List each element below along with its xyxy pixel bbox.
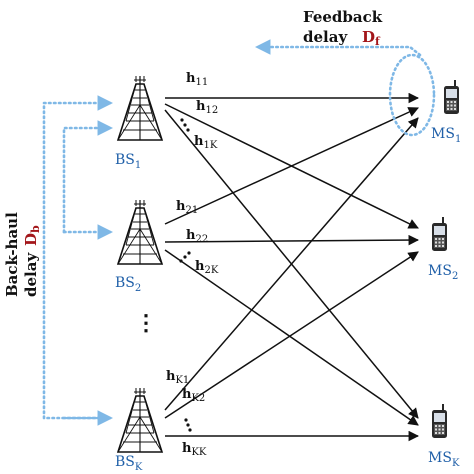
- channel-h22-label: h22: [186, 228, 208, 245]
- mobile-station-1-icon: [443, 79, 460, 115]
- channel-h21-label: h21: [176, 199, 198, 216]
- bs-vertical-ellipsis: ⋮: [135, 310, 157, 336]
- channel-h1K-label: h1K: [194, 134, 218, 151]
- feedback-delay-line2: delay: [303, 28, 348, 46]
- bs-1-label: BS1: [115, 152, 141, 171]
- backhaul-delay-line1: Back-haul: [3, 212, 21, 297]
- feedback-delay-symbol: Df: [362, 28, 381, 48]
- channel-links: [164, 92, 420, 442]
- channel-h2K-label: h2K: [195, 259, 219, 276]
- bs-K-label: BSK: [115, 454, 143, 473]
- link-hK1: [164, 117, 419, 411]
- backhaul-delay-line2: delay: [22, 252, 40, 297]
- feedback-loop: [254, 39, 436, 137]
- channel-hK1-label: hK1: [166, 369, 189, 386]
- ms-2-label: MS2: [428, 263, 458, 282]
- base-station-1-icon: [117, 75, 163, 141]
- base-station-K-icon: [117, 387, 163, 453]
- backhaul-delay-label: Back-haul delay Db: [3, 212, 42, 297]
- link-hK2: [164, 251, 419, 419]
- channel-h12-label: h12: [196, 99, 218, 116]
- link-h2K: [164, 249, 419, 426]
- feedback-delay-line1: Feedback: [303, 8, 383, 26]
- channel-h11-label: h11: [186, 71, 208, 88]
- feedback-ellipse: [388, 53, 436, 137]
- channel-hKK-label: hKK: [182, 441, 207, 458]
- mobile-station-K-icon: [431, 403, 448, 439]
- channel-hK2-label: hK2: [182, 387, 205, 404]
- channel-ellipsis-dots: [179, 118, 192, 432]
- backhaul-delay-symbol: Db: [22, 225, 42, 246]
- link-h21: [164, 107, 419, 225]
- mobile-station-2-icon: [431, 216, 448, 252]
- backhaul-links: [42, 95, 114, 426]
- link-h22: [164, 234, 420, 246]
- bs-2-label: BS2: [115, 275, 141, 294]
- base-station-2-icon: [117, 199, 163, 265]
- ms-K-label: MSK: [428, 450, 460, 469]
- ms-1-label: MS1: [431, 126, 461, 145]
